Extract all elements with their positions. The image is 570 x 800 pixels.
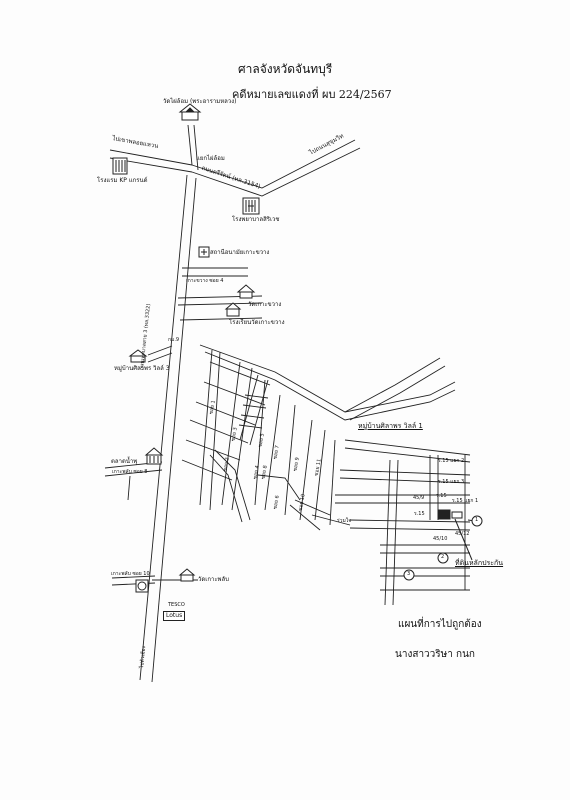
hospital-icon bbox=[242, 197, 260, 215]
temple-icon-ko-khwang bbox=[236, 284, 256, 299]
circle-3-label: 3 bbox=[407, 571, 411, 577]
footer-caption: แผนที่การไปถูกต้อง bbox=[398, 619, 482, 630]
road-village-3-b bbox=[147, 352, 173, 363]
village-3-label: หมู่บ้านศิลาพร วิลล์ 3 bbox=[114, 365, 170, 372]
station-icon bbox=[198, 246, 210, 258]
circle-1-label: 1 bbox=[475, 517, 479, 523]
hotel-label: โรงแรม KP แกรนด์ bbox=[97, 177, 148, 184]
collateral-marker bbox=[437, 509, 476, 561]
village-right-road bbox=[344, 357, 441, 413]
lotus-sign: Lotus bbox=[163, 611, 186, 621]
label-45-10: 45/10 bbox=[433, 536, 448, 542]
road-village-3 bbox=[147, 345, 173, 356]
hospital-label: โรงพยาบาลสิริเวช bbox=[232, 216, 280, 223]
soi-ko-phlap-8-label: เกาะพลับ ซอย 8 bbox=[112, 469, 148, 475]
temple-top-label: วัดไผ่ล้อม (พระอารามหลวง) bbox=[163, 98, 237, 105]
temple-ko-khwang-label: วัดเกาะขวาง bbox=[248, 301, 282, 308]
court-title: ศาลจังหวัดจันทบุรี bbox=[238, 62, 333, 76]
market-label: ตลาดน้ำพุ bbox=[111, 458, 138, 465]
station-label: สถานีอนามัยเกาะขวาง bbox=[210, 249, 270, 256]
hotel-icon bbox=[112, 157, 128, 175]
road-to-left bbox=[109, 149, 193, 166]
footer-signer: นางสาววริษา กนก bbox=[395, 649, 475, 660]
circle-2-label: 2 bbox=[441, 554, 445, 560]
soi-ko-khwang-4-label: เกาะขวาง ซอย 4 bbox=[186, 278, 224, 284]
junction-label: แยกไผ่ล้อม bbox=[196, 155, 225, 162]
label-ro15-3: ร.15 แยก 3 bbox=[438, 479, 465, 485]
label-ro15-1: ร.15 แยก 1 bbox=[452, 498, 479, 504]
soi-ko-phlap-10 bbox=[111, 575, 156, 579]
circle-markers bbox=[403, 515, 483, 581]
label-45-12: 45/12 bbox=[455, 531, 470, 537]
road-to-right-b bbox=[191, 147, 361, 197]
road-to-right bbox=[191, 139, 356, 189]
market-icon bbox=[144, 447, 164, 465]
temple-phlap-label: วัดเกาะพลับ bbox=[198, 576, 229, 583]
main-road-left bbox=[139, 174, 188, 681]
case-number: คดีหมายเลขแดงที่ ผบ 224/2567 bbox=[232, 88, 392, 101]
collateral-label: ที่ดินหลักประกัน bbox=[455, 559, 504, 567]
label-45-9: 45/9 bbox=[413, 495, 425, 501]
label-ro15-2: ร.15 แยก 2 bbox=[438, 458, 465, 464]
soi-ko-khwang-7 bbox=[179, 317, 263, 321]
lotus-icon bbox=[135, 579, 149, 593]
school-label: โรงเรียนวัดเกาะขวาง bbox=[229, 319, 285, 326]
label-ro15-small: ร.15 bbox=[436, 493, 447, 499]
label-ro15-small-2: ร.15 bbox=[414, 511, 425, 517]
ruamjai-label: ร่วมใจ bbox=[337, 518, 352, 524]
temple-icon-phlap bbox=[178, 568, 196, 582]
village-3-icon bbox=[128, 349, 148, 363]
temple-icon-top bbox=[178, 103, 202, 121]
road-to-temple-b bbox=[193, 124, 199, 171]
main-road-right bbox=[151, 177, 197, 683]
tesco-label: TESCO bbox=[168, 602, 185, 608]
road-to-temple bbox=[187, 124, 193, 166]
soi-ko-phlap-10-label: เกาะพลับ ซอย 10 bbox=[111, 571, 150, 577]
school-icon bbox=[224, 302, 242, 317]
village-1-label: หมู่บ้านศิลาพร วิลล์ 1 bbox=[358, 422, 423, 430]
km9-label: กม.9 bbox=[168, 337, 180, 343]
